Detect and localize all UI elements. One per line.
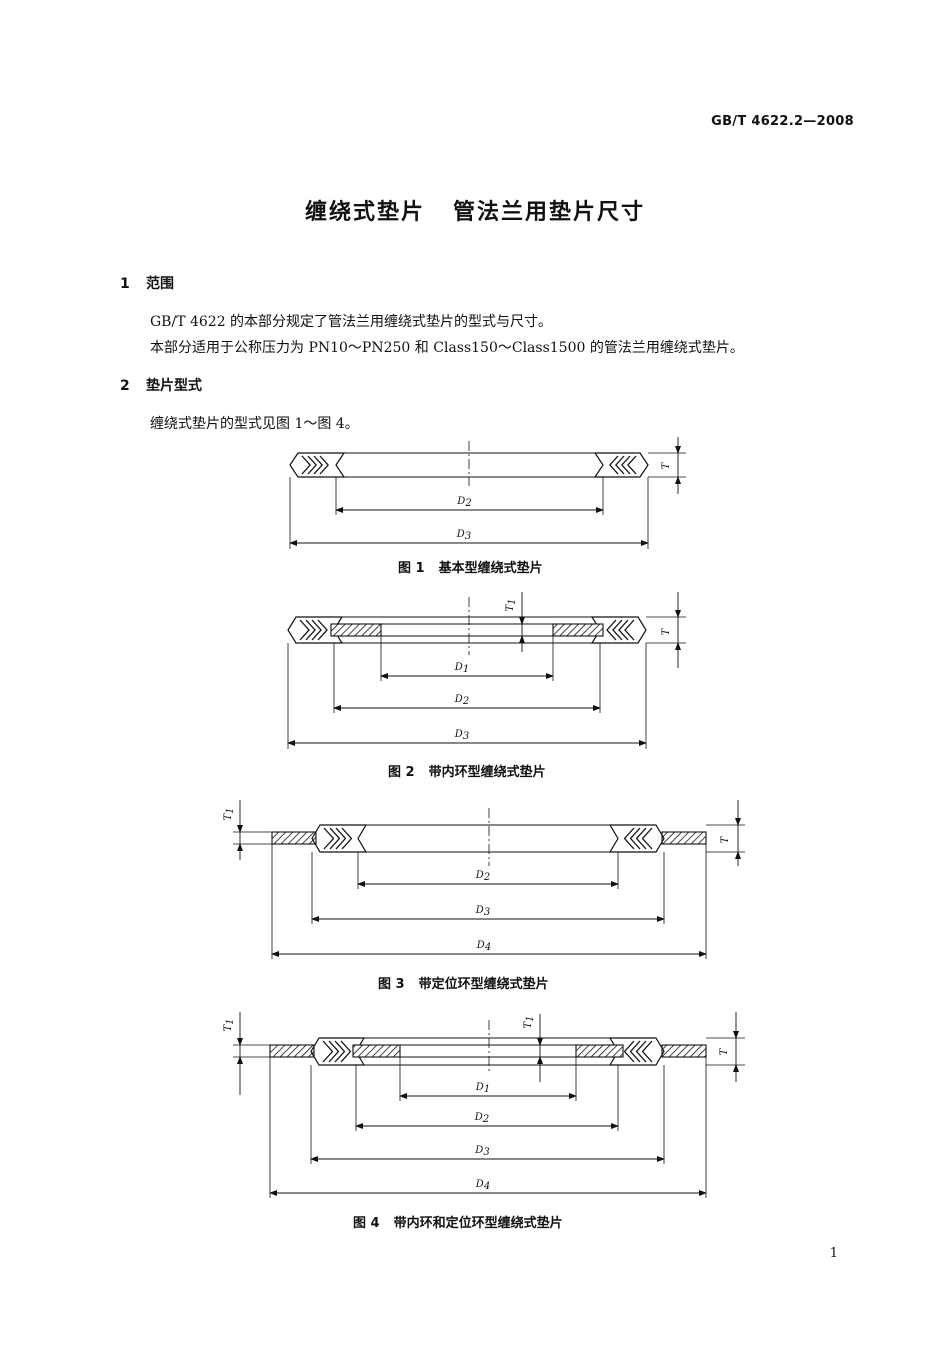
winding-chevron [311,619,322,641]
figure-title: 带定位环型缠绕式垫片 [418,977,549,992]
t1-label-left: T1 [223,1018,236,1031]
t1-label: T1 [505,598,518,611]
winding-chevron [341,827,353,850]
winding-chevron [623,827,635,850]
winding-chevron [641,1040,653,1063]
figure-1-caption: 图 1 基本型缠绕式垫片 [398,557,543,576]
section-2-heading: 2 垫片型式 [120,375,202,395]
section-title: 垫片型式 [146,378,202,394]
d3-dimension-label: D3 [456,529,471,542]
paragraph: 本部分适用于公称压力为 PN10～PN250 和 Class150～Class1… [150,340,744,356]
winding-chevron [334,1040,346,1063]
section-title: 范围 [146,276,174,292]
d2-dimension-label: D2 [454,694,469,707]
centering-ring-right [661,1044,707,1058]
paragraph: GB/T 4622 的本部分规定了管法兰用缠绕式垫片的型式与尺寸。 [150,314,553,330]
d1-dimension-label: D1 [475,1082,490,1095]
section-number: 1 [120,276,130,292]
winding-chevron [340,1040,352,1063]
winding-chevron [606,619,617,641]
figure-title: 基本型缠绕式垫片 [438,561,543,576]
centering-ring-left [271,831,317,845]
winding-chevron [313,455,323,475]
d1-dimension-label: D1 [454,662,469,675]
d4-dimension-label: D4 [476,940,491,953]
d2-dimension-label: D2 [456,496,471,509]
winding-chevron [641,827,653,850]
winding-chevron [612,619,623,641]
winding-chevron [305,619,316,641]
thickness-label: T [720,835,731,843]
figure-label: 图 4 [353,1216,380,1231]
d2-dimension-label: D2 [475,870,490,883]
t1-label: T1 [223,807,236,820]
paragraph: 缠绕式垫片的型式见图 1～图 4。 [150,416,359,432]
figure-title: 带内环和定位环型缠绕式垫片 [393,1216,563,1231]
d4-dimension-label: D4 [475,1179,490,1192]
inner-ring-left [352,1044,401,1058]
winding-chevron [329,827,341,850]
section-number: 2 [120,378,130,394]
t1-label-center: T1 [523,1015,536,1028]
winding-chevron [322,1040,334,1063]
section-1-heading: 1 范围 [120,273,174,293]
inner-ring-right [575,1044,624,1058]
figure-2-caption: 图 2 带内环型缠绕式垫片 [388,761,546,780]
figure-title: 带内环型缠绕式垫片 [428,765,546,780]
page-title: 缠绕式垫片 管法兰用垫片尺寸 [0,194,950,226]
winding-chevron [624,619,635,641]
winding-chevron [301,455,311,475]
winding-chevron [323,827,335,850]
winding-chevron [635,827,647,850]
figure-label: 图 2 [388,765,415,780]
winding-section-left [289,452,346,478]
page-number: 1 [829,1246,838,1261]
figure-label: 图 3 [378,977,405,992]
winding-section-right [593,452,649,478]
winding-chevron [627,455,637,475]
figure-3-caption: 图 3 带定位环型缠绕式垫片 [378,973,549,992]
figure-4-caption: 图 4 带内环和定位环型缠绕式垫片 [353,1212,563,1231]
d3-dimension-label: D3 [474,1145,489,1158]
winding-chevron [629,827,641,850]
d2-dimension-label: D2 [474,1112,489,1125]
winding-chevron [623,1040,635,1063]
title-part-1: 缠绕式垫片 [304,200,425,225]
winding-chevron [635,1040,647,1063]
winding-chevron [319,455,329,475]
standard-number: GB/T 4622.2—2008 [711,114,854,129]
winding-chevron [618,619,629,641]
d3-dimension-label: D3 [454,729,469,742]
thickness-label: T [661,461,672,469]
winding-chevron [609,455,619,475]
winding-chevron [621,455,631,475]
winding-section-left [311,824,368,853]
winding-chevron [299,619,310,641]
figure-label: 图 1 [398,561,425,576]
centering-ring-right [661,831,707,845]
winding-chevron [615,455,625,475]
thickness-label: T [661,627,672,635]
winding-section-right [608,824,665,853]
d3-dimension-label: D3 [475,905,490,918]
winding-chevron [328,1040,340,1063]
inner-ring-right [552,623,604,637]
inner-ring-left [330,623,382,637]
winding-chevron [629,1040,641,1063]
winding-chevron [335,827,347,850]
title-part-2: 管法兰用垫片尺寸 [453,200,646,225]
thickness-label: T [719,1047,730,1055]
winding-chevron [317,619,328,641]
centering-ring-left [269,1044,315,1058]
winding-chevron [307,455,317,475]
